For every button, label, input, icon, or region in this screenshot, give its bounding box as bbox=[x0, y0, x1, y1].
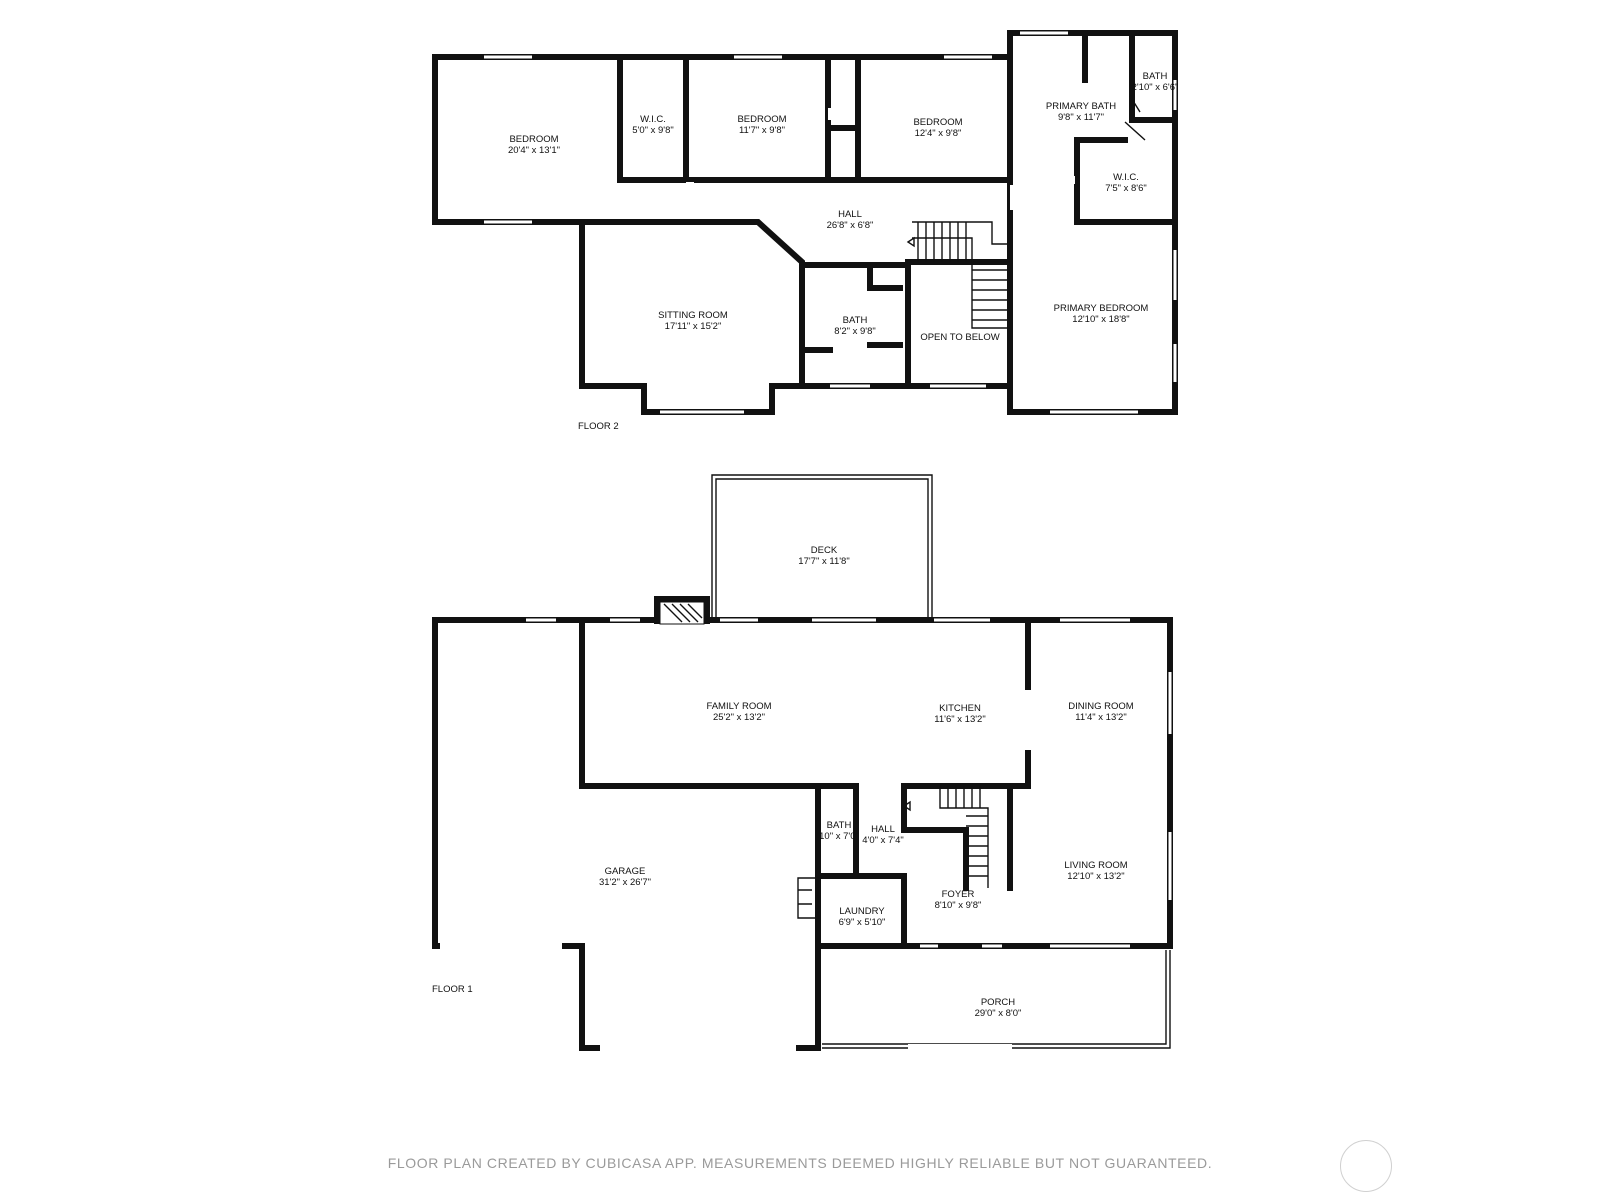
room-wic-1-dims: 5'0" x 9'8" bbox=[632, 125, 674, 136]
room-foyer-name: FOYER bbox=[942, 889, 975, 900]
room-primary-bath-dims: 9'8" x 11'7" bbox=[1058, 112, 1104, 123]
door-swing bbox=[1124, 95, 1146, 141]
room-labels: BEDROOM 20'4" x 13'1" W.I.C. 5'0" x 9'8"… bbox=[432, 71, 1178, 1019]
room-garage-dims: 31'2" x 26'7" bbox=[599, 877, 651, 888]
room-family-name: FAMILY ROOM bbox=[706, 701, 771, 712]
wic-walls bbox=[617, 54, 689, 183]
floor-2-staircase bbox=[906, 221, 1010, 329]
floor-1-windows bbox=[440, 618, 1172, 1052]
room-deck-name: DECK bbox=[811, 545, 838, 556]
floor-1 bbox=[432, 474, 1173, 1052]
foyer-walls bbox=[901, 783, 1013, 891]
room-dining-dims: 11'4" x 13'2" bbox=[1075, 712, 1126, 723]
floor-2-label: FLOOR 2 bbox=[578, 421, 619, 432]
room-hall-1-dims: 4'0" x 7'4" bbox=[862, 835, 904, 846]
room-sitting-name: SITTING ROOM bbox=[658, 310, 728, 321]
room-porch-name: PORCH bbox=[981, 997, 1015, 1008]
fireplace-hearth bbox=[659, 601, 705, 625]
room-laundry-dims: 6'9" x 5'10" bbox=[839, 917, 886, 928]
laundry-door bbox=[797, 877, 819, 919]
room-bath-1-name: BATH bbox=[827, 820, 852, 831]
bath-walls bbox=[815, 783, 907, 949]
primary-bath-walls bbox=[1007, 30, 1178, 415]
room-living-dims: 12'10" x 13'2" bbox=[1067, 871, 1124, 882]
room-bedroom-2-dims: 11'7" x 9'8" bbox=[739, 125, 785, 136]
room-primary-bed-name: PRIMARY BEDROOM bbox=[1054, 303, 1149, 314]
family-room-bottom-wall bbox=[579, 617, 821, 949]
room-living-name: LIVING ROOM bbox=[1064, 860, 1127, 871]
room-primary-bath-name: PRIMARY BATH bbox=[1046, 101, 1116, 112]
room-bath-1-dims: 10" x 7'0" bbox=[819, 831, 859, 842]
room-wic-1-name: W.I.C. bbox=[640, 114, 666, 125]
room-kitchen-dims: 11'6" x 13'2" bbox=[934, 714, 985, 725]
room-porch-dims: 29'0" x 8'0" bbox=[975, 1008, 1022, 1019]
watermark-seal bbox=[1340, 1140, 1392, 1192]
room-bedroom-2-name: BEDROOM bbox=[737, 114, 786, 125]
room-bedroom-1-name: BEDROOM bbox=[509, 134, 558, 145]
room-bath-small-name: BATH bbox=[1143, 71, 1168, 82]
room-wic-2-name: W.I.C. bbox=[1113, 172, 1139, 183]
floor-1-label: FLOOR 1 bbox=[432, 984, 473, 995]
floor-2-bath-walls bbox=[799, 262, 911, 353]
deck-outline bbox=[711, 474, 933, 620]
room-hall-1-name: HALL bbox=[871, 824, 895, 835]
room-garage-name: GARAGE bbox=[605, 866, 646, 877]
room-primary-bed-dims: 12'10" x 18'8" bbox=[1072, 314, 1129, 325]
room-open-below-name: OPEN TO BELOW bbox=[920, 332, 999, 343]
room-bedroom-1-dims: 20'4" x 13'1" bbox=[508, 145, 560, 156]
room-sitting-dims: 17'11" x 15'2" bbox=[665, 321, 722, 332]
floor-2-windows bbox=[484, 31, 1177, 414]
room-wic-2-dims: 7'5" x 8'6" bbox=[1105, 183, 1147, 194]
disclaimer-footer: FLOOR PLAN CREATED BY CUBICASA APP. MEAS… bbox=[387, 1155, 1213, 1171]
room-bath-2-dims: 8'2" x 9'8" bbox=[834, 326, 876, 337]
floor-1-staircase bbox=[902, 786, 989, 888]
room-laundry-name: LAUNDRY bbox=[839, 906, 885, 917]
room-bath-small-dims: 2'10" x 6'6" bbox=[1132, 82, 1179, 93]
room-dining-name: DINING ROOM bbox=[1068, 701, 1134, 712]
sitting-room-top-wall bbox=[579, 219, 805, 389]
floor-1-exterior-wall bbox=[432, 617, 1173, 1051]
floor-2 bbox=[432, 30, 1178, 415]
room-deck-dims: 17'7" x 11'8" bbox=[798, 556, 849, 567]
room-bath-2-name: BATH bbox=[843, 315, 868, 326]
room-family-dims: 25'2" x 13'2" bbox=[713, 712, 765, 723]
room-kitchen-name: KITCHEN bbox=[939, 703, 981, 714]
room-bedroom-3-dims: 12'4" x 9'8" bbox=[915, 128, 962, 139]
room-hall-2-dims: 26'8" x 6'8" bbox=[827, 220, 874, 231]
room-bedroom-3-name: BEDROOM bbox=[913, 117, 962, 128]
room-hall-2-name: HALL bbox=[838, 209, 862, 220]
kitchen-dining-wall bbox=[1007, 617, 1031, 789]
primary-wic-walls bbox=[1074, 137, 1178, 225]
room-foyer-dims: 8'10" x 9'8" bbox=[935, 900, 982, 911]
